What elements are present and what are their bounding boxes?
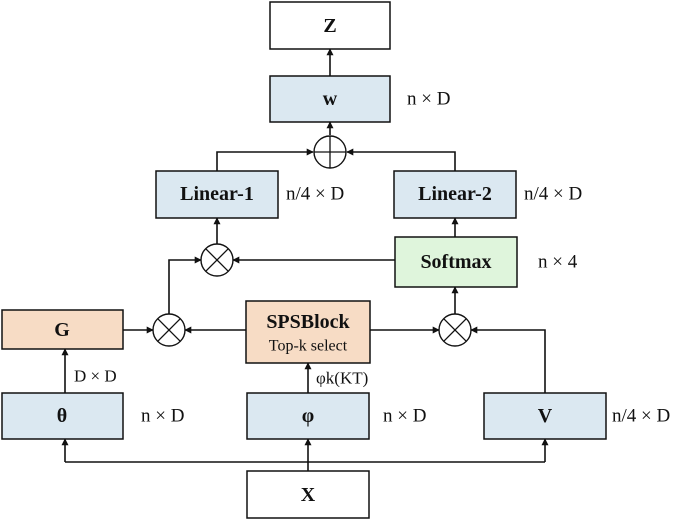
node-spsblock: SPSBlock Top-k select <box>245 300 371 364</box>
node-linear2-dimension: n/4 × D <box>524 184 582 205</box>
node-z: Z <box>269 1 391 50</box>
node-spsblock-label: SPSBlock <box>266 311 350 333</box>
circle-times-icon <box>152 313 186 347</box>
edge-mul-left-to-mul-mid <box>168 256 202 314</box>
node-v-label: V <box>538 405 553 427</box>
edge-linear1-to-sum <box>216 148 314 171</box>
node-g: G <box>1 309 124 350</box>
node-phi: φ <box>246 392 370 440</box>
node-theta-label: θ <box>57 405 67 427</box>
edge-linear2-to-sum <box>346 148 456 171</box>
edge-v-to-mul-right <box>470 326 546 393</box>
node-softmax: Softmax <box>394 236 518 288</box>
node-spsblock-sublabel: Top-k select <box>269 338 348 355</box>
connections <box>61 48 549 471</box>
node-linear1: Linear-1 <box>155 170 279 219</box>
node-g-label: G <box>54 319 70 341</box>
node-softmax-dimension: n × 4 <box>538 252 578 273</box>
node-linear1-dimension: n/4 × D <box>286 184 344 205</box>
node-linear2-label: Linear-2 <box>418 183 492 205</box>
node-linear2: Linear-2 <box>393 170 517 219</box>
node-phi-dimension: n × D <box>383 406 426 427</box>
node-theta: θ <box>1 392 124 440</box>
circle-times-icon <box>438 313 472 347</box>
circle-plus-icon <box>313 135 347 169</box>
edge-label-theta-to-g: D × D <box>74 367 117 386</box>
circle-times-icon <box>200 243 234 277</box>
node-theta-dimension: n × D <box>141 406 184 427</box>
node-z-label: Z <box>323 15 336 37</box>
node-v-dimension: n/4 × D <box>612 406 670 427</box>
node-v: V <box>483 392 607 440</box>
node-w-label: w <box>323 88 338 110</box>
node-w: w <box>269 75 391 123</box>
node-phi-label: φ <box>302 405 314 427</box>
node-softmax-label: Softmax <box>420 251 491 273</box>
edge-label-phi-to-spsblock: φk(KT) <box>316 369 368 388</box>
node-x: X <box>246 470 370 519</box>
node-linear1-label: Linear-1 <box>180 183 254 205</box>
node-w-dimension: n × D <box>407 89 450 110</box>
node-x-label: X <box>301 484 316 506</box>
